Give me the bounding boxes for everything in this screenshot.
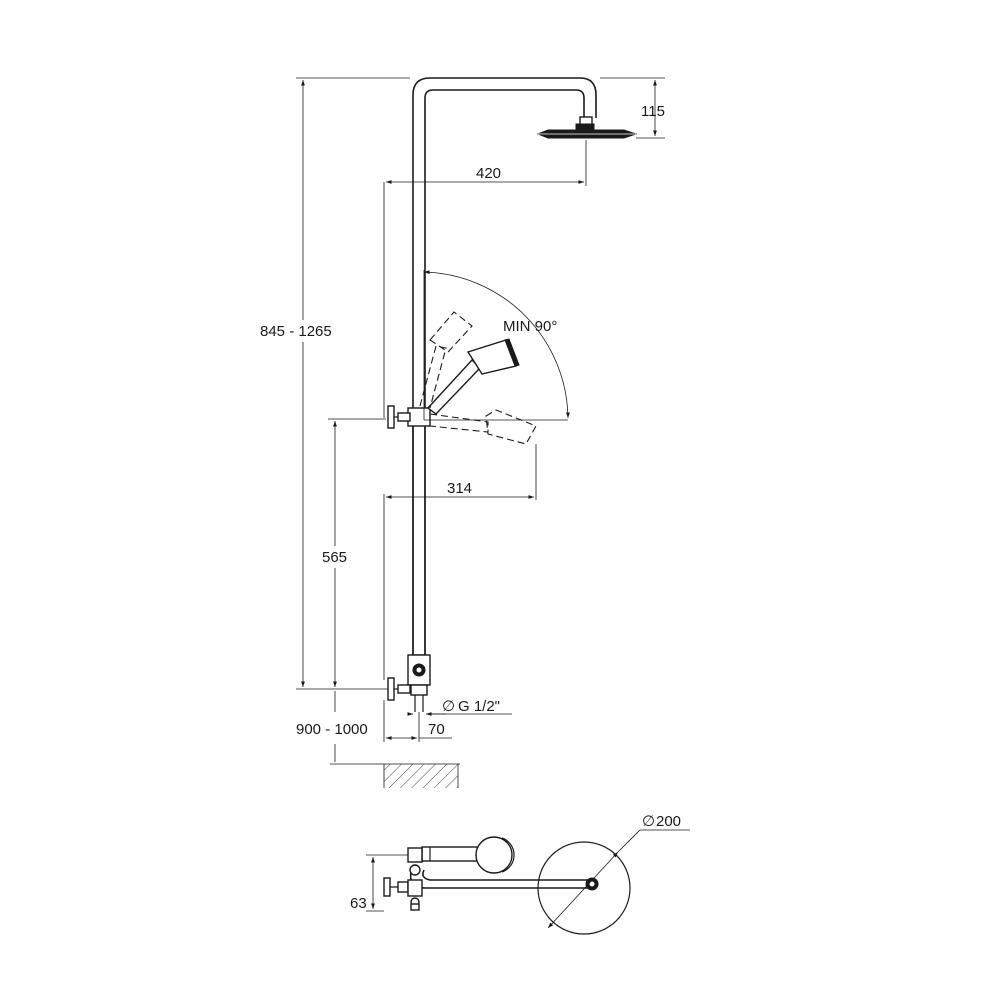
diverter-box [387,654,431,712]
svg-text:200: 200 [656,813,681,830]
plan-hand-shower [421,836,515,874]
slide-holder [387,405,431,429]
svg-text:420: 420 [476,165,501,182]
dimension-inlet-thread: ∅ G 1/2" [407,698,512,716]
overhead-shower [536,116,638,139]
svg-text:G 1/2": G 1/2" [458,698,500,715]
plan-view: ∅ 200 [350,813,690,935]
riser-pipe-inner [424,89,585,418]
dimension-head-drop: 115 [600,77,665,139]
dimension-floor-and-wall: 70 900 - 1000 [296,691,460,765]
svg-text:314: 314 [447,480,472,497]
dimension-plan-offset: 63 [350,854,408,912]
svg-text:845 - 1265: 845 - 1265 [260,323,332,340]
hand-shower [426,338,520,415]
plan-wall-knobs [383,877,423,911]
svg-text:565: 565 [322,549,347,566]
dimension-wall-distance: 70 [428,721,445,738]
angle-arc [423,270,570,419]
floor-hatch [383,764,459,788]
svg-text:∅: ∅ [442,698,455,715]
hand-shower-ghost-lower [429,409,537,445]
dimension-floor-height: 900 - 1000 [296,721,368,738]
lower-pipe [412,424,426,656]
svg-text:63: 63 [350,895,367,912]
dimension-arm-length: 420 [383,140,587,418]
dimension-total-height: 845 - 1265 [258,77,410,690]
elevation-view: MIN 90° 115 420 845 - 1265 [258,77,665,788]
svg-text:115: 115 [641,103,665,120]
dimension-head-diameter: ∅ 200 [547,813,690,929]
dimension-holder-height: 565 [318,418,386,687]
plan-slide-holder [407,847,423,876]
svg-text:∅: ∅ [642,813,655,830]
dimension-hand-shower-reach: 314 [383,444,537,680]
angle-label: MIN 90° [503,318,557,335]
riser-pipe [412,77,597,418]
